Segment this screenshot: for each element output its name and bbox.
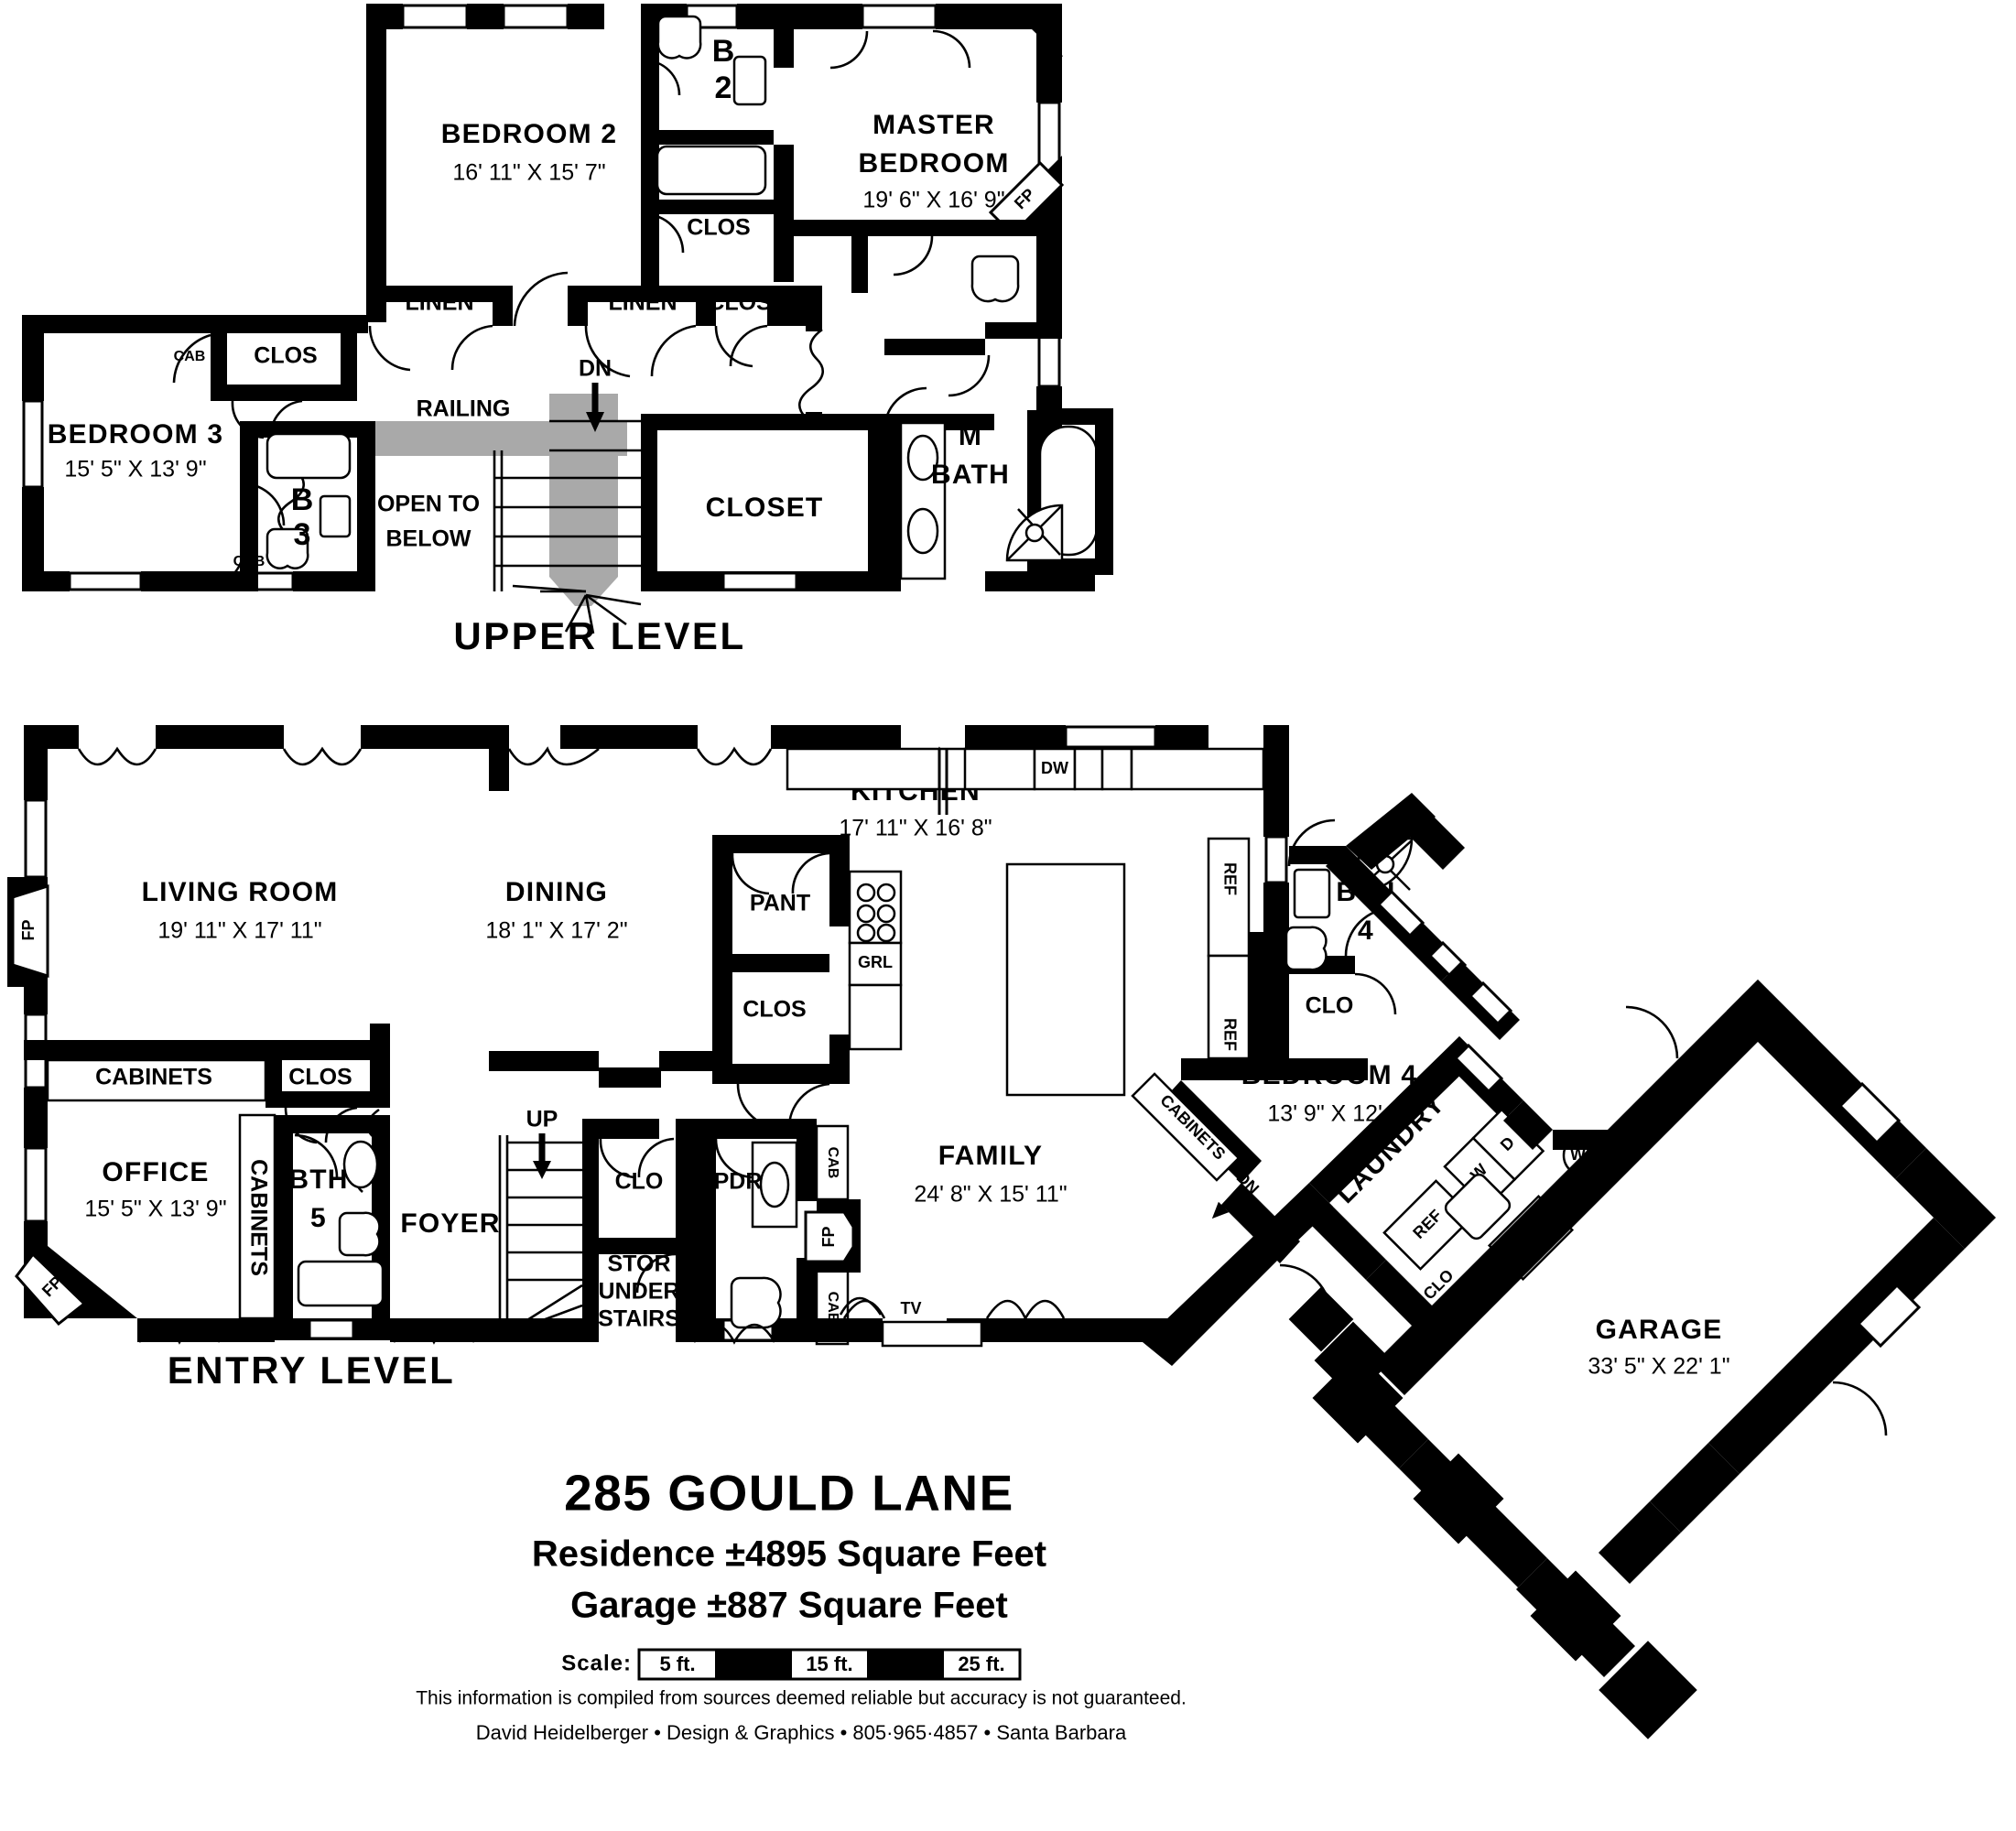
upper-stairs [493,419,642,634]
room-name-m-bath-line2: BATH [931,460,1010,490]
cab-lower-label: CAB [825,1292,840,1324]
garage-area: Garage ±887 Square Feet [570,1586,1008,1626]
bth4-number: 4 [1358,916,1374,946]
property-address: 285 GOULD LANE [564,1465,1014,1522]
scale-tick-1: 10 ft. [730,1652,776,1675]
dn-label-upper: DN [579,356,612,382]
room-dim-garage: 33' 5" X 22' 1" [1588,1354,1729,1380]
room-dim-bedroom-2: 16' 11" X 15' 7" [452,160,605,186]
clos-bed3-label: CLOS [254,343,317,369]
room-dim-living-room: 19' 11" X 17' 11" [157,918,321,944]
bath2-letter: B [712,34,735,69]
ref-upper-label: REF [1220,862,1239,895]
room-name-dining: DINING [505,877,608,907]
fp-label-living: FP [19,919,38,940]
room-name-garage: GARAGE [1596,1315,1723,1345]
tv-label: TV [900,1299,921,1317]
credit-text: David Heidelberger • Design & Graphics •… [476,1721,1127,1744]
room-name-closet: CLOSET [706,493,824,523]
entry-level-plan: FP LIVING ROOM 19' 11" X 17' 11" DINING … [7,725,1996,1739]
ref-lower-label: REF [1220,1018,1239,1051]
bath3-number: 3 [294,517,311,552]
upper-level-plan: FP LINEN [22,4,1113,657]
residence-area: Residence ±4895 Square Feet [532,1534,1046,1575]
up-label: UP [526,1107,558,1132]
fp-label-family: FP [819,1226,838,1247]
bth5-label: BTH [288,1165,348,1195]
foyer-label: FOYER [400,1208,500,1239]
grl-label: GRL [858,953,893,971]
room-name-m-bath-line1: M [959,421,982,451]
cooktop-burners [856,883,896,943]
clo-kitchen-label: CLO [1306,993,1354,1019]
bth5-number: 5 [310,1203,327,1233]
linen-right-label: LINEN [609,290,677,316]
linen-left-label: LINEN [406,290,474,316]
scale-word: Scale: [561,1651,632,1675]
scale-tick-3: 20 ft. [882,1652,928,1675]
railing-label: RAILING [417,396,511,422]
disclaimer-text: This information is compiled from source… [416,1688,1187,1709]
room-name-bedroom-2: BEDROOM 2 [441,119,618,149]
dn-arrow-upper [586,383,604,432]
open-to-below-line2: BELOW [385,526,471,552]
stor-line1: STOR [608,1251,671,1277]
cabinets-office-top-label: CABINETS [95,1065,212,1090]
room-dim-master: 19' 6" X 16' 9" [862,188,1004,213]
cab-bottom-label: CAB [233,554,266,569]
room-dim-office: 15' 5" X 13' 9" [84,1197,226,1222]
scale-tick-2: 15 ft. [806,1652,852,1675]
room-dim-bedroom-3: 15' 5" X 13' 9" [64,457,206,482]
cab-upper-label: CAB [825,1147,840,1179]
open-to-below-line1: OPEN TO [377,492,480,517]
clos-hall-label: CLOS [708,290,771,316]
room-dim-kitchen: 17' 11" X 16' 8" [839,816,992,841]
clos-pantry-label: CLOS [742,997,806,1023]
bath3-letter: B [291,482,314,517]
room-name-master-line1: MASTER [873,110,995,140]
cabinets-office-side-label: CABINETS [245,1159,271,1276]
dw-label: DW [1041,759,1068,777]
scale-bar: Scale: 5 ft. 10 ft. 15 ft. 20 ft. 25 ft. [561,1648,1022,1681]
room-name-bedroom-3: BEDROOM 3 [48,419,224,450]
upper-level-title: UPPER LEVEL [453,614,745,657]
stor-line3: STAIRS [598,1306,680,1332]
room-name-bedroom-4: BEDROOM 4 [1241,1060,1418,1090]
scale-tick-0: 5 ft. [659,1652,695,1675]
room-name-family: FAMILY [938,1141,1043,1171]
room-name-master-line2: BEDROOM [858,148,1009,179]
clos-living-label: CLOS [288,1065,352,1090]
entry-level-title: ENTRY LEVEL [168,1349,456,1392]
room-dim-dining: 18' 1" X 17' 2" [485,918,627,944]
room-name-office: OFFICE [102,1157,209,1187]
room-dim-family: 24' 8" X 15' 11" [914,1182,1067,1208]
scale-tick-4: 25 ft. [958,1652,1004,1675]
room-name-living-room: LIVING ROOM [142,877,339,907]
shower-corner [1005,504,1064,562]
up-arrow [533,1133,551,1179]
clos-bed2-label: CLOS [687,215,750,241]
title-block: 285 GOULD LANE Residence ±4895 Square Fe… [416,1465,1187,1744]
pant-label: PANT [750,891,810,916]
cab-top-label: CAB [174,349,206,364]
bath2-number: 2 [715,70,732,105]
